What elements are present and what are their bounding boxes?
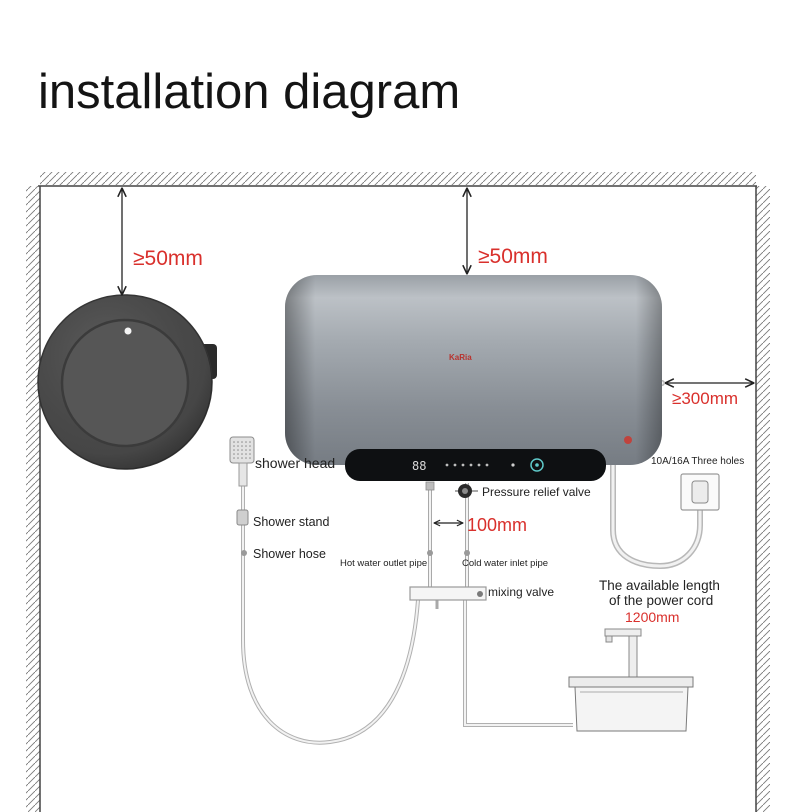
indicator-dot xyxy=(485,463,489,467)
control-panel-group: 88 xyxy=(345,449,606,481)
mixing-valve-label: mixing valve xyxy=(488,585,554,599)
page-title: installation diagram xyxy=(38,65,460,119)
unit-indicator-dot xyxy=(124,327,132,335)
shower-head xyxy=(229,436,255,487)
hot-pipe-connector xyxy=(425,481,435,491)
indicator-dot xyxy=(461,463,465,467)
indicator-dot xyxy=(511,463,515,467)
pressure-relief-valve xyxy=(455,484,478,498)
temperature-display: 88 xyxy=(412,459,426,473)
power-button-icon xyxy=(530,458,544,472)
mixing-valve-body xyxy=(409,586,487,601)
sink xyxy=(568,628,694,732)
right-wall-hatching xyxy=(756,186,770,812)
shower-head-handle xyxy=(238,462,248,487)
hot-water-outlet-pipe-label: Hot water outlet pipe xyxy=(340,558,427,569)
side-unit-top-clearance-label: ≥50mm xyxy=(133,247,203,270)
shower-hose-marker xyxy=(241,550,247,556)
water-heater: KaRia xyxy=(285,275,662,465)
power-cord-caption-line2: of the power cord xyxy=(609,593,713,608)
ceiling-hatching xyxy=(40,172,756,185)
heater-brand-logo: KaRia xyxy=(449,353,472,362)
hot-pipe-marker xyxy=(427,550,433,556)
cold-water-inlet-pipe-label: Cold water inlet pipe xyxy=(462,558,548,569)
indicator-dot xyxy=(453,463,457,467)
sink-rim xyxy=(568,676,694,688)
sink-basin xyxy=(574,686,689,732)
indicator-dot xyxy=(477,463,481,467)
sink-supply-pipe xyxy=(435,600,573,727)
hot-water-outlet-pipe xyxy=(425,481,435,588)
indicator-dot xyxy=(469,463,473,467)
socket-label: 10A/16A Three holes xyxy=(651,456,744,467)
power-button-center xyxy=(535,463,539,467)
shower-stand-bracket xyxy=(236,509,249,526)
indicator-dot xyxy=(445,463,449,467)
power-plug xyxy=(691,480,709,504)
left-wall-hatching xyxy=(26,186,40,812)
sink-pipe-outline xyxy=(463,600,573,727)
sink-pipe-core xyxy=(464,600,573,726)
shower-head-holes xyxy=(233,440,251,460)
shower-head-label: shower head xyxy=(255,455,335,471)
faucet-tip xyxy=(605,635,613,643)
shower-hose-core xyxy=(242,485,419,744)
wall-socket-group xyxy=(680,473,720,511)
power-cord-caption-line1: The available length xyxy=(599,578,720,593)
mixing-valve-marker xyxy=(477,591,483,597)
cold-pipe-marker xyxy=(464,550,470,556)
shower-stand-label: Shower stand xyxy=(253,515,329,529)
cold-water-inlet-pipe xyxy=(464,483,470,588)
pipe-spacing-label: 100mm xyxy=(467,515,527,535)
heater-right-clearance-label: ≥300mm xyxy=(672,389,738,408)
faucet-spout xyxy=(604,628,642,637)
side-view-unit xyxy=(37,294,217,470)
faucet-column xyxy=(628,635,638,679)
heater-end-shading xyxy=(285,275,662,465)
room-walls xyxy=(26,172,770,812)
mixing-valve xyxy=(409,586,487,601)
heater-top-clearance-label: ≥50mm xyxy=(478,245,548,268)
shower-stand xyxy=(236,509,249,526)
control-panel xyxy=(345,449,606,481)
relief-valve-center xyxy=(462,488,468,494)
unit-inner-cap xyxy=(60,318,190,448)
shower-hose-label: Shower hose xyxy=(253,547,326,561)
shower-hose xyxy=(241,484,420,745)
pressure-relief-valve-label: Pressure relief valve xyxy=(482,485,591,499)
heater-warning-icon xyxy=(624,436,632,444)
power-cord-length: 1200mm xyxy=(625,609,679,625)
